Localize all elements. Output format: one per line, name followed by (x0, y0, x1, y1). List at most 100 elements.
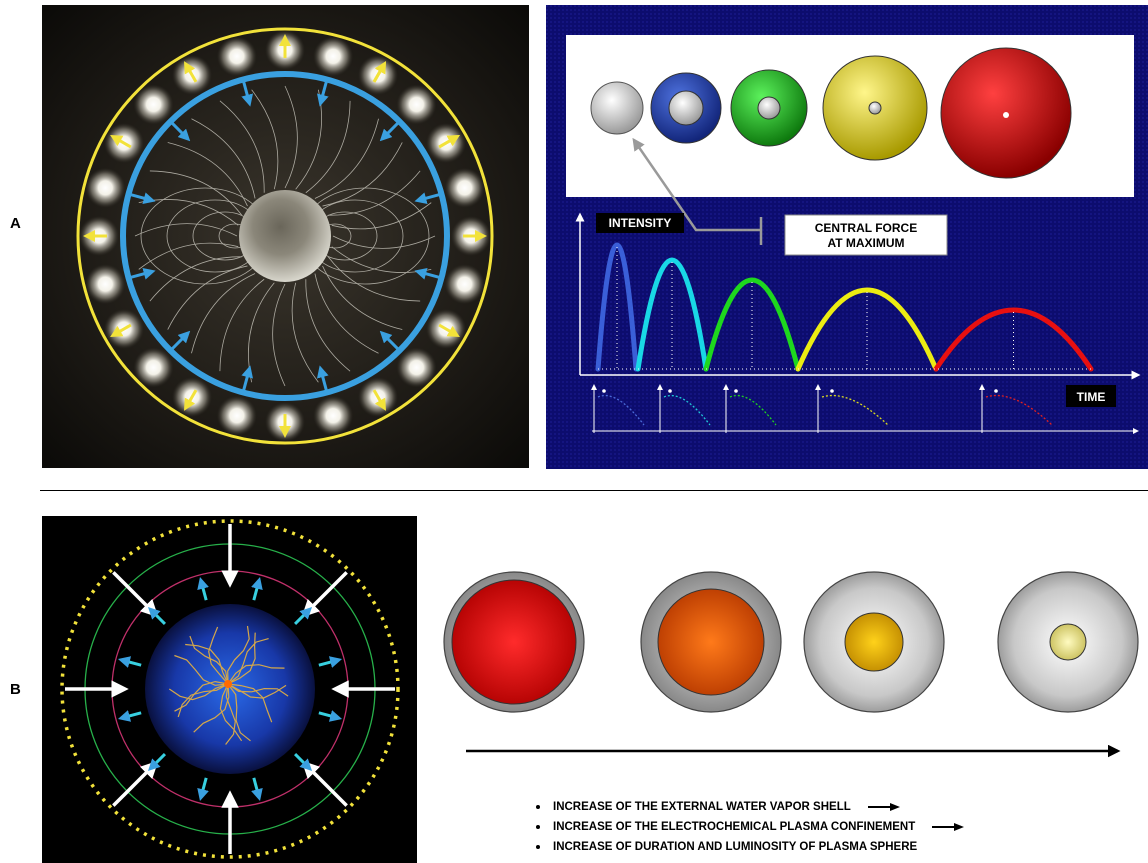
mini-dot (734, 389, 738, 393)
blue-arrow (241, 365, 254, 391)
cyan-arrow (117, 710, 142, 722)
yellow-arrow (183, 389, 198, 411)
shell-stage-2 (640, 571, 782, 713)
field-line (191, 273, 256, 354)
white-arrow (301, 571, 348, 618)
blue-inward-arrows (130, 81, 440, 391)
yellow-arrow (372, 389, 387, 411)
shell-stage-4 (997, 571, 1139, 713)
blue-arrow (170, 330, 191, 351)
blue-plasma-sphere (145, 604, 315, 774)
plasma-ring-diagram (42, 5, 529, 468)
glow-light (444, 264, 485, 305)
white-arrow (301, 760, 348, 807)
glow-light (444, 167, 485, 208)
central-force-box (784, 214, 948, 256)
filament (174, 680, 229, 712)
filament (227, 625, 250, 685)
shell-stage-3 (803, 571, 945, 713)
sphere-gray (590, 81, 644, 135)
glow-light (216, 36, 257, 77)
mini-wave (729, 395, 777, 426)
bullet-item: INCREASE OF DURATION AND LUMINOSITY OF P… (536, 837, 964, 857)
field-line (167, 142, 248, 207)
cyan-arrow (197, 777, 209, 802)
glow-light (396, 84, 437, 125)
sphere-yellow-core (868, 101, 882, 115)
right-arrow-icon (867, 802, 900, 811)
shell-progression (443, 571, 1139, 758)
intensity-peak (933, 307, 1094, 372)
field-line (149, 170, 243, 216)
mini-wave (821, 394, 889, 426)
blue-inner-ring (120, 71, 450, 401)
filament (225, 683, 236, 745)
section-divider (40, 490, 1148, 491)
time-label: TIME (1077, 390, 1106, 404)
filament (227, 664, 285, 685)
glow-light (396, 347, 437, 388)
mini-wave (985, 394, 1053, 426)
yellow-arrow (184, 61, 198, 83)
filament (193, 683, 230, 733)
central-force-line1: CENTRAL FORCE (815, 221, 917, 235)
intensity-peak (795, 287, 939, 372)
yellow-outward-arrows (83, 34, 487, 438)
field-line (332, 235, 436, 249)
filament (227, 683, 289, 697)
blue-arrow (379, 330, 400, 351)
mini-dot (994, 389, 998, 393)
intensity-time-diagram: CENTRAL FORCE AT MAXIMUM INTENSITY TIME (546, 5, 1148, 469)
blue-arrow (414, 192, 440, 205)
mini-wave (597, 395, 645, 426)
field-line (251, 89, 279, 190)
field-line (219, 100, 265, 193)
field-line (305, 279, 351, 372)
field-line (138, 242, 239, 270)
field-line (167, 265, 248, 330)
white-arrow (112, 571, 159, 618)
blue-arrow (130, 192, 156, 205)
intensity-peak (595, 242, 639, 372)
field-line (314, 118, 379, 199)
field-line (322, 142, 403, 207)
glow-light (133, 347, 174, 388)
filament (227, 638, 269, 685)
cyan-arrow (318, 710, 343, 722)
cyan-arrow (197, 576, 209, 601)
blue-arrow (379, 121, 400, 142)
intensity-label-box (596, 213, 684, 233)
intensity-peaks (595, 242, 1094, 372)
cyan-arrow (251, 576, 263, 601)
blue-arrow (316, 81, 329, 107)
mini-waveforms (591, 384, 1053, 433)
field-line (314, 273, 379, 354)
yellow-arrow (438, 134, 460, 149)
glow-light (85, 167, 126, 208)
cyan-arrow (318, 656, 343, 668)
filament (208, 626, 229, 685)
field-line (272, 283, 286, 387)
filament (227, 683, 287, 699)
field-line (284, 85, 298, 189)
sphere-red-core (1003, 112, 1009, 118)
field-line (191, 118, 256, 199)
yellow-arrow (438, 323, 460, 338)
glow-light (216, 395, 257, 436)
glowing-lights (79, 30, 491, 442)
mini-dot (668, 389, 672, 393)
panel-b-label: B (10, 681, 21, 698)
bullet-item: INCREASE OF THE EXTERNAL WATER VAPOR SHE… (536, 797, 964, 817)
cyan-arrow (117, 656, 142, 668)
blue-arrow (414, 267, 440, 280)
plasma-confinement-diagram (42, 516, 417, 863)
central-force-line2: AT MAXIMUM (827, 236, 904, 250)
glow-light (313, 395, 354, 436)
intensity-label: INTENSITY (609, 216, 672, 230)
shell-stage-1 (443, 571, 585, 713)
yellow-arrow (110, 323, 132, 337)
filament (185, 643, 229, 685)
blue-arrow (130, 267, 156, 280)
blue-arrow (316, 365, 329, 391)
mini-wave (663, 395, 711, 426)
